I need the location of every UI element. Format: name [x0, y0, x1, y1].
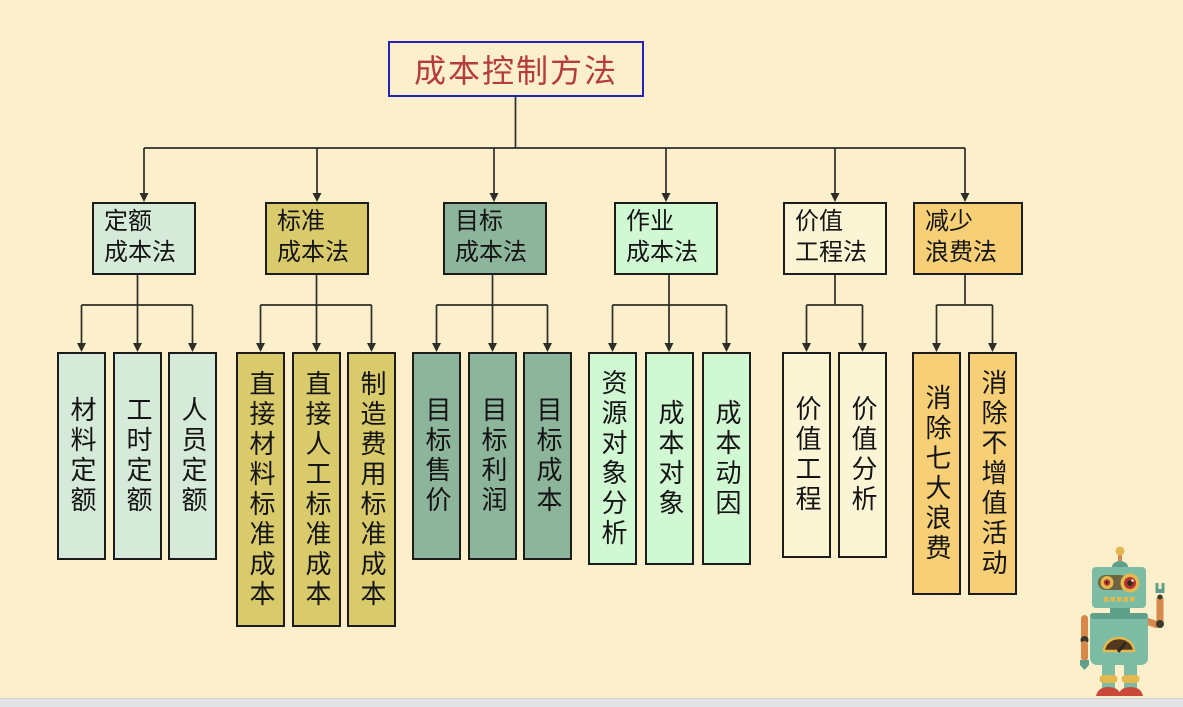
robot-mouth — [1104, 597, 1135, 602]
robot-left-eye-pupil — [1105, 581, 1109, 584]
robot-left-foot — [1096, 687, 1121, 696]
robot-right-leg-band — [1121, 675, 1140, 683]
node-labor-hour-quota: 工时定额 — [113, 352, 162, 560]
node-label-line2: 成本法 — [626, 240, 698, 266]
node-label-line1: 定额 — [104, 209, 152, 235]
node-target-cost: 目标成本 — [523, 352, 572, 560]
node-label: 消除七大浪费 — [922, 383, 951, 564]
node-resource-object-analysis: 资源对象分析 — [588, 352, 637, 565]
node-label: 成本对象 — [655, 398, 684, 519]
node-label-line1: 价值 — [795, 209, 843, 235]
node-value-engineering-item: 价值工程 — [782, 352, 831, 558]
node-personnel-quota: 人员定额 — [168, 352, 217, 560]
node-label: 直接材料标准成本 — [246, 369, 275, 610]
node-label: 目标售价 — [422, 396, 451, 516]
node-label-line1: 作业 — [626, 209, 674, 235]
node-label: 价值工程 — [792, 395, 821, 515]
node-label-line1: 减少 — [925, 209, 973, 235]
node-label-line2: 成本法 — [104, 240, 176, 266]
node-label: 成本动因 — [712, 398, 741, 519]
node-label-line2: 成本法 — [455, 240, 527, 266]
node-label: 目标利润 — [478, 396, 507, 516]
robot-left-leg-band — [1099, 675, 1118, 683]
node-label: 工时定额 — [123, 396, 152, 516]
node-label-line2: 工程法 — [795, 240, 867, 266]
node-label-line1: 目标 — [455, 209, 503, 235]
node-label: 人员定额 — [178, 396, 207, 516]
node-activity-costing: 作业 成本法 — [614, 202, 718, 275]
robot-gauge — [1102, 636, 1136, 653]
node-label: 制造费用标准成本 — [357, 369, 386, 610]
node-value-engineering: 价值 工程法 — [783, 202, 887, 275]
robot-left-upper-arm — [1081, 615, 1088, 640]
node-label-line2: 浪费法 — [925, 240, 997, 266]
node-standard-costing: 标准 成本法 — [265, 202, 369, 275]
robot-left-forearm — [1081, 641, 1088, 661]
node-cost-object: 成本对象 — [645, 352, 694, 565]
robot-antenna-tip — [1115, 546, 1125, 556]
robot-body-trim — [1090, 613, 1148, 619]
node-overhead-standard-cost: 制造费用标准成本 — [347, 352, 396, 627]
node-label: 直接人工标准成本 — [302, 369, 331, 610]
node-label: 材料定额 — [67, 396, 96, 516]
node-label-line2: 成本法 — [277, 240, 349, 266]
node-target-profit: 目标利润 — [468, 352, 517, 560]
node-label-line1: 标准 — [277, 209, 325, 235]
node-label: 消除不增值活动 — [978, 368, 1007, 579]
robot-right-foot — [1118, 687, 1143, 696]
robot-right-forearm — [1156, 595, 1164, 625]
window-bottom-edge — [0, 698, 1183, 707]
robot-antenna — [1118, 552, 1122, 567]
node-direct-material-standard-cost: 直接材料标准成本 — [236, 352, 285, 627]
node-label: 价值分析 — [848, 395, 877, 515]
robot-gauge-needle — [1116, 641, 1127, 653]
diagram-title: 成本控制方法 — [388, 41, 644, 97]
robot-right-claw — [1155, 583, 1165, 593]
robot-right-eye-pupil — [1127, 580, 1133, 586]
robot-right-wrist-joint — [1157, 594, 1163, 600]
node-target-price: 目标售价 — [412, 352, 461, 560]
node-quota-costing: 定额 成本法 — [92, 202, 196, 275]
robot-right-elbow-joint — [1156, 620, 1164, 628]
node-direct-labor-standard-cost: 直接人工标准成本 — [292, 352, 341, 627]
robot-eye-glint — [1131, 579, 1134, 582]
robot-illustration — [1080, 546, 1165, 696]
node-label: 目标成本 — [533, 396, 562, 516]
node-cost-driver: 成本动因 — [702, 352, 751, 565]
node-value-analysis: 价值分析 — [838, 352, 887, 558]
node-eliminate-non-value-activities: 消除不增值活动 — [968, 352, 1017, 595]
node-target-costing: 目标 成本法 — [443, 202, 547, 275]
robot-antenna-base — [1112, 561, 1128, 567]
node-eliminate-seven-wastes: 消除七大浪费 — [912, 352, 961, 595]
node-waste-reduction: 减少 浪费法 — [913, 202, 1023, 275]
diagram-title-text: 成本控制方法 — [413, 53, 618, 89]
node-label: 资源对象分析 — [598, 368, 627, 549]
robot-neck — [1110, 608, 1130, 613]
robot-left-claw — [1080, 660, 1089, 670]
node-material-quota: 材料定额 — [57, 352, 106, 560]
